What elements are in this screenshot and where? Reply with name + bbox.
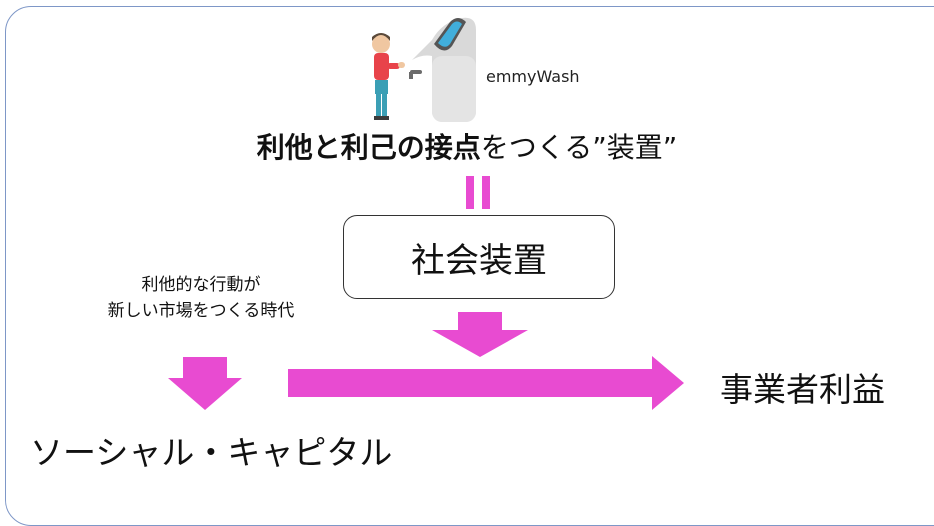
- person-icon: [372, 33, 405, 120]
- right-arrow: [288, 356, 684, 410]
- social-device-box: 社会装置: [343, 215, 615, 299]
- business-profit-label: 事業者利益: [720, 370, 885, 409]
- equals-bar-left: [466, 176, 474, 209]
- caption-line-2: 新しい市場をつくる時代: [107, 301, 295, 321]
- social-device-label: 社会装置: [411, 240, 547, 281]
- down-arrow-left: [168, 357, 242, 410]
- down-arrow-center: [432, 312, 528, 357]
- caption: 利他的な行動が 新しい市場をつくる時代: [76, 272, 326, 324]
- illustration: [372, 17, 476, 122]
- headline-normal-part: をつくる”装置”: [480, 131, 678, 164]
- headline: 利他と利己の接点をつくる”装置”: [0, 130, 934, 166]
- equals-bar-right: [482, 176, 490, 209]
- headline-bold-part: 利他と利己の接点: [256, 131, 481, 164]
- social-capital-label: ソーシャル・キャピタル: [30, 433, 393, 472]
- brand-name: emmyWash: [486, 67, 580, 86]
- kiosk-icon: [409, 17, 476, 122]
- arrows: [168, 312, 684, 410]
- caption-line-1: 利他的な行動が: [141, 275, 261, 295]
